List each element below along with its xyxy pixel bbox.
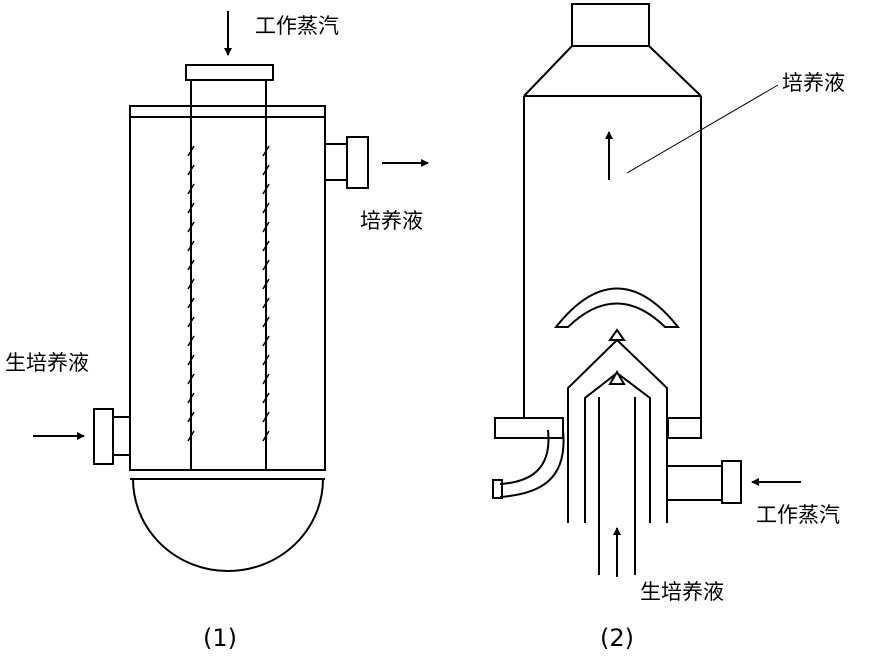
top-outlet bbox=[571, 3, 650, 47]
perforation-mark bbox=[262, 297, 270, 309]
fig1-medium-out-label: 培养液 bbox=[360, 209, 423, 233]
inlet-nozzle-neck bbox=[112, 416, 131, 456]
perforation-mark bbox=[187, 335, 195, 347]
inner-pipe-perforations-left bbox=[187, 145, 195, 442]
steam-branch-flange bbox=[721, 460, 742, 504]
bottom-right-flange bbox=[667, 417, 702, 439]
drain-pipe-end bbox=[492, 479, 503, 499]
vessel-1-bottom-dome bbox=[132, 478, 324, 572]
perforation-mark bbox=[187, 278, 195, 290]
fig2-steam-label: 工作蒸汽 bbox=[756, 503, 840, 527]
fig2-raw-medium-label: 生培养液 bbox=[640, 580, 724, 604]
perforation-mark bbox=[187, 316, 195, 328]
perforation-mark bbox=[187, 430, 195, 442]
outer-nozzle bbox=[567, 338, 668, 523]
inner-pipe-perforations-right bbox=[262, 145, 270, 442]
figure-2-jet-sterilizer: 培养液 工作蒸汽 生培养液 (2) bbox=[492, 3, 845, 652]
perforation-mark bbox=[262, 373, 270, 385]
leader-line bbox=[626, 84, 779, 174]
perforation-mark bbox=[262, 183, 270, 195]
vessel-1-shell bbox=[129, 105, 326, 471]
cone-sides bbox=[523, 45, 702, 97]
perforation-mark bbox=[262, 392, 270, 404]
perforation-mark bbox=[187, 354, 195, 366]
fig1-raw-medium-label: 生培养液 bbox=[5, 351, 89, 375]
perforation-mark bbox=[262, 411, 270, 423]
steam-inlet-cap bbox=[185, 64, 274, 81]
perforation-mark bbox=[262, 278, 270, 290]
perforation-mark bbox=[187, 411, 195, 423]
outlet-nozzle-neck bbox=[324, 143, 348, 181]
perforation-mark bbox=[187, 164, 195, 176]
drain-pipe-inner bbox=[499, 429, 565, 498]
perforation-mark bbox=[262, 430, 270, 442]
fig2-medium-label: 培养液 bbox=[782, 71, 845, 95]
fig1-steam-label: 工作蒸汽 bbox=[255, 14, 339, 38]
outer-nozzle-tip bbox=[608, 328, 626, 341]
fig1-caption: (1) bbox=[203, 624, 237, 652]
inner-nozzle-tip bbox=[608, 370, 626, 385]
drain-pipe-outer bbox=[499, 429, 550, 485]
perforation-mark bbox=[187, 221, 195, 233]
perforation-mark bbox=[262, 335, 270, 347]
steam-branch bbox=[667, 465, 722, 501]
outlet-nozzle-flange bbox=[346, 136, 369, 189]
perforation-mark bbox=[262, 354, 270, 366]
deflector-cap bbox=[553, 287, 681, 328]
perforation-mark bbox=[262, 202, 270, 214]
figure-1-continuous-sterilizer: 工作蒸汽 培养液 生培养液 (1) bbox=[5, 11, 429, 652]
perforation-mark bbox=[262, 259, 270, 271]
inner-nozzle bbox=[584, 371, 651, 523]
inlet-nozzle-flange bbox=[93, 408, 114, 465]
perforation-mark bbox=[262, 316, 270, 328]
bottom-left-flange bbox=[494, 417, 564, 439]
perforation-mark bbox=[262, 145, 270, 157]
perforation-mark bbox=[262, 164, 270, 176]
perforation-mark bbox=[262, 240, 270, 252]
perforation-mark bbox=[187, 259, 195, 271]
perforation-mark bbox=[187, 392, 195, 404]
perforation-mark bbox=[187, 297, 195, 309]
perforation-mark bbox=[187, 183, 195, 195]
perforation-mark bbox=[187, 202, 195, 214]
perforation-mark bbox=[187, 373, 195, 385]
perforation-mark bbox=[262, 221, 270, 233]
fig2-caption: (2) bbox=[600, 624, 634, 652]
perforation-mark bbox=[187, 145, 195, 157]
perforation-mark bbox=[187, 240, 195, 252]
